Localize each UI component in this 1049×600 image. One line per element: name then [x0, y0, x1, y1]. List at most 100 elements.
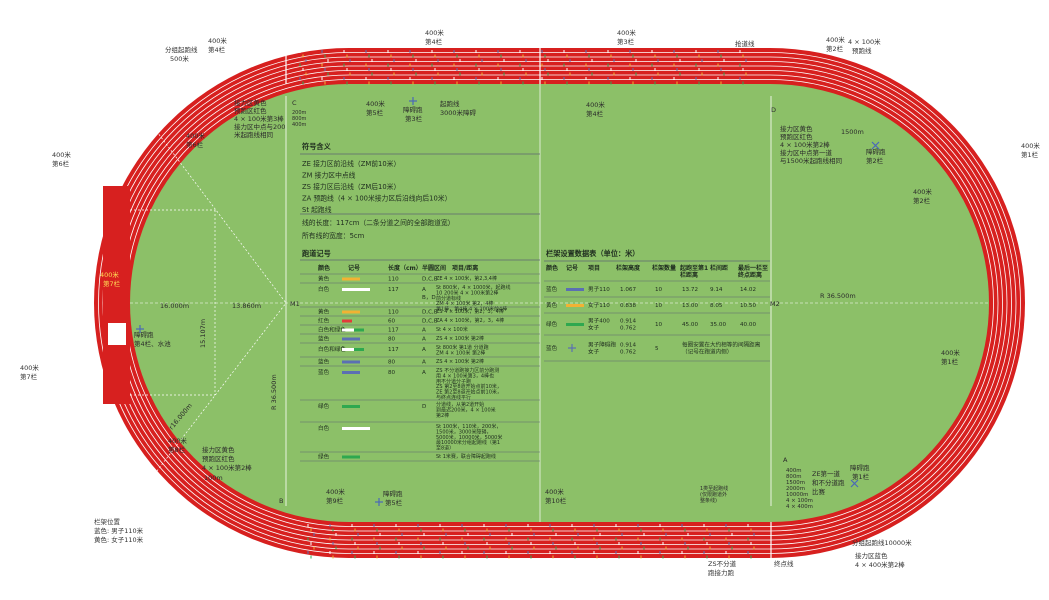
label-400-h1-right: 400米第1栏: [1021, 141, 1040, 159]
markings-header: 项目/距离: [452, 264, 478, 272]
hurdle-header: 栏架数量: [652, 264, 676, 272]
hurdle-d1: 13.00: [682, 303, 698, 309]
plus-icon: [409, 97, 417, 105]
markings-items: 第1棒，第4棒 4 × 100米前4棒: [436, 306, 507, 313]
markings-items: 用不分道分子跑: [436, 378, 471, 385]
lane-ticks: [299, 50, 755, 559]
hurdle-header: 项目: [588, 264, 600, 272]
markings-header: 半圆区间: [422, 264, 446, 272]
markings-items: ZM 4 × 100米 第2棒: [436, 349, 485, 356]
markings-items: St 100米，110米，200米，: [436, 423, 501, 430]
hurdle-gap: 9.14: [710, 287, 723, 293]
hurdle-height: 0.914: [620, 319, 636, 325]
hurdle-last: 40.00: [740, 322, 756, 328]
pt-D: D: [771, 106, 776, 114]
markings-items: 到最迟200米，4 × 100米: [436, 406, 496, 413]
hurdle-count: 10: [655, 303, 663, 309]
markings-sem: A: [422, 337, 426, 343]
label-dim-16: 16.000m: [160, 302, 189, 310]
label-steeple-h1: 障碍跑第1栏: [850, 463, 870, 481]
mark-swatch: [342, 360, 360, 364]
label-400-h1-field: 400米第1栏: [941, 348, 960, 366]
mark-swatch: [342, 319, 352, 323]
hurdle-height: 0.762: [620, 350, 636, 356]
hurdle-item: 男子110: [588, 286, 610, 293]
hurdle-title: 栏架设置数据表（单位：米）: [546, 249, 639, 258]
mark-swatch: [342, 310, 360, 314]
label-steeple-h3: 障碍跑第3栏: [403, 105, 423, 123]
hurdle-height: 0.838: [620, 303, 636, 309]
hurdle-color: 蓝色: [546, 344, 558, 352]
hurdle-note: （记号在跑道内侧）: [682, 348, 732, 356]
label-break-line: 抢道线: [735, 39, 755, 48]
label-ze-lane1: ZE第一道和不分道跑比赛: [812, 469, 845, 496]
markings-items: 第2棒: [436, 412, 449, 419]
mark-swatch: [342, 405, 360, 408]
label-400-h2-field: 400米第2栏: [913, 187, 932, 205]
markings-items: 至8道）: [436, 445, 454, 452]
markings-items: 分道线，从第2道开始: [436, 401, 484, 408]
markings-color: 白色和绿色: [318, 326, 346, 334]
hurdle-item: 女子: [588, 348, 600, 356]
mark-swatch: [566, 323, 584, 326]
left-construction: [129, 95, 287, 507]
label-stagger-10000: 分组起跑线10000米: [852, 538, 912, 547]
label-dim-13: 13.860m: [232, 302, 261, 310]
label-400-h9: 400米第9栏: [326, 487, 345, 505]
hurdle-header: 栏架高度: [616, 264, 641, 272]
label-400-h5: 400米第5栏: [366, 99, 385, 117]
mark-swatch: [342, 455, 360, 459]
label-relay-pre: 4 × 100米预跑线: [848, 37, 881, 55]
finish-lines: [285, 48, 772, 558]
symbols-legend-title: 符号含义: [302, 142, 332, 151]
markings-sem: A: [422, 287, 426, 293]
markings-length: 117: [388, 347, 399, 353]
markings-color: 红色: [318, 317, 330, 325]
markings-items: ZS 第2至8道开始点前10米，: [436, 383, 502, 390]
mark-swatch: [354, 328, 364, 332]
markings-length: 80: [388, 370, 396, 376]
markings-items: ZS 4 × 100米 第2棒: [436, 335, 484, 342]
legend-item: ZA 预跑线（4 × 100米接力区后沿线向后10米）: [302, 194, 451, 203]
label-radius-right: R 36.500m: [820, 292, 856, 300]
markings-header: 颜色: [318, 264, 330, 272]
markings-length: 117: [388, 287, 399, 293]
label-400-h4-field: 400米第4栏: [586, 100, 605, 118]
mark-swatch: [342, 427, 370, 430]
hurdle-color: 蓝色: [546, 285, 558, 293]
markings-color: 白色: [318, 285, 330, 293]
hurdle-item: 女子: [588, 324, 600, 332]
hurdle-gap: 8.05: [710, 303, 723, 309]
pt-M1: M1: [290, 300, 300, 308]
label-stagger-note: 1类至起跑线(仅限跑道外整条线): [700, 485, 728, 504]
label-400-h4-top: 400米第4栏: [208, 36, 227, 54]
legend-item: St 起跑线: [302, 205, 332, 214]
markings-color: 白色和绿色: [318, 345, 346, 353]
markings-sem: D,C,B: [422, 310, 438, 316]
markings-color: 绿色: [318, 402, 330, 410]
markings-color: 黄色: [318, 275, 330, 283]
label-steeple-h2: 障碍跑第2栏: [866, 147, 886, 165]
markings-sem: A: [422, 370, 426, 376]
hurdle-row: 蓝色男子障碍跑女子0.9140.7625每圈安置在大约相等的间隔距离（记号在跑道…: [546, 341, 761, 356]
markings-items: 5000米，10000米，5000米: [436, 434, 502, 441]
markings-sem: A: [422, 347, 426, 353]
markings-items: ZS 4 × 100米，第2，3，4棒: [436, 308, 504, 315]
markings-length: 110: [388, 310, 399, 316]
label-dim-15: 15.107m: [199, 319, 207, 348]
markings-items: 最10000米分组起跑线（第1: [436, 439, 500, 446]
hurdle-header: 栏距离: [680, 271, 698, 279]
mark-swatch: [566, 288, 584, 291]
hurdle-item: 男子障碍跑: [588, 341, 616, 349]
pt-C: C: [292, 99, 297, 107]
markings-title: 跑道记号: [302, 249, 331, 258]
